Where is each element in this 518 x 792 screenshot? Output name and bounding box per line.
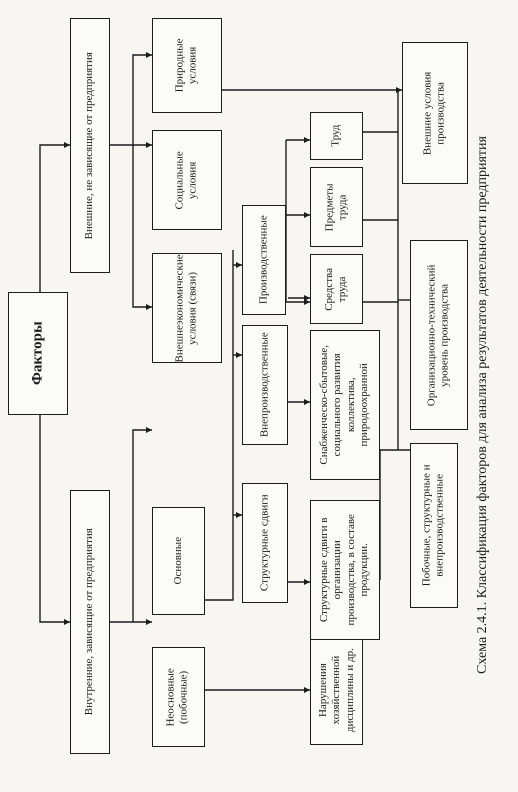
external-production-conditions-label: Внешние условия производства (421, 71, 447, 155)
external-factors-box: Внешние, не зависящие от предприятия (70, 18, 110, 273)
means-of-labor-box: Средства труда (310, 254, 363, 324)
supply-social-label: Снабженческо-сбытовые, социального разви… (318, 345, 371, 465)
labor-box: Труд (310, 112, 363, 160)
structural-shifts-box: Структурные сдвиги (242, 483, 288, 603)
factors-box: Факторы (8, 292, 68, 415)
non-production-box: Внепроизводственные (242, 325, 288, 445)
structural-shifts-detail-label: Структурные сдвиги в организации произво… (318, 514, 371, 626)
non-production-label: Внепроизводственные (258, 332, 271, 438)
supply-social-box: Снабженческо-сбытовые, социального разви… (310, 330, 380, 480)
natural-conditions-label: Природные условия (173, 38, 199, 93)
factors-title: Факторы (29, 321, 46, 386)
violations-label: Нарушения хозяйственной дисциплины и др. (316, 648, 356, 732)
internal-factors-box: Внутренние, зависящие от предприятия (70, 490, 110, 754)
foreign-economic-conditions-box: Внешнеэкономические условия (связи) (152, 253, 222, 363)
production-label: Производственные (257, 215, 270, 305)
diagram-caption: Схема 2.4.1. Классификация факторов для … (475, 136, 490, 674)
production-box: Производственные (242, 205, 286, 315)
foreign-economic-conditions-label: Внешнеэкономические условия (связи) (173, 253, 199, 363)
secondary-factors-box: Неосновные (побочные) (152, 647, 205, 747)
org-tech-level-label: Организационно-технический уровень произ… (425, 264, 451, 406)
violations-box: Нарушения хозяйственной дисциплины и др. (310, 635, 363, 745)
main-factors-label: Основные (171, 537, 184, 585)
objects-of-labor-box: Предметы труда (310, 167, 363, 247)
internal-factors-label: Внутренние, зависящие от предприятия (83, 528, 96, 716)
means-of-labor-label: Средства труда (323, 267, 349, 311)
secondary-factors-label: Неосновные (побочные) (165, 667, 191, 727)
labor-label: Труд (329, 124, 342, 148)
org-tech-level-box: Организационно-технический уровень произ… (410, 240, 468, 430)
structural-shifts-detail-box: Структурные сдвиги в организации произво… (310, 500, 380, 640)
social-conditions-box: Социальные условия (152, 130, 222, 230)
external-production-conditions-box: Внешние условия производства (402, 42, 468, 184)
main-factors-box: Основные (152, 507, 205, 615)
natural-conditions-box: Природные условия (152, 18, 222, 113)
social-conditions-label: Социальные условия (173, 150, 199, 210)
external-factors-label: Внешние, не зависящие от предприятия (83, 51, 96, 240)
side-structural-box: Побочные, структурные и внепроизводствен… (410, 443, 458, 608)
side-structural-label: Побочные, структурные и внепроизводствен… (420, 464, 447, 587)
structural-shifts-label: Структурные сдвиги (258, 494, 271, 592)
objects-of-labor-label: Предметы труда (323, 183, 349, 231)
